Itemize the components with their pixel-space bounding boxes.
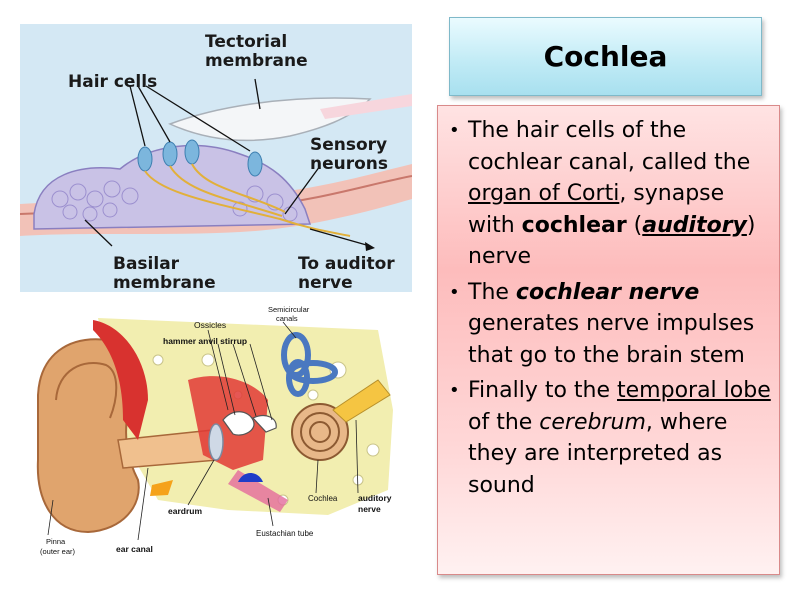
label-eustachian-tube: Eustachian tube <box>256 529 314 538</box>
bullet-icon: • <box>449 120 460 141</box>
label-canals: canals <box>276 314 298 323</box>
label-neurons: neurons <box>310 154 388 174</box>
ear-anatomy-diagram: Ossicles hammer anvil stirrup Semicircul… <box>28 300 408 566</box>
title-box: Cochlea <box>449 17 762 96</box>
label-outer-ear: (outer ear) <box>40 547 76 556</box>
text: generates nerve impulses that go to the … <box>468 311 755 368</box>
ear-anatomy-illustration: Ossicles hammer anvil stirrup Semicircul… <box>28 300 408 566</box>
text: ) nerve <box>468 212 756 270</box>
label-membrane: membrane <box>205 51 308 71</box>
organ-of-corti-diagram: Tectorial membrane Hair cells Sensory ne… <box>19 24 413 293</box>
content-box: • The hair cells of the cochlear canal, c… <box>437 105 780 575</box>
label-to-auditory: To auditor <box>298 254 395 274</box>
bullet-item-2: • The cochlear nerve generates nerve impu… <box>446 277 771 372</box>
organ-of-corti-illustration: Tectorial membrane Hair cells Sensory ne… <box>19 24 413 293</box>
slide-title: Cochlea <box>543 40 668 73</box>
text: of the <box>468 409 540 435</box>
label-sensory: Sensory <box>310 135 387 155</box>
text: The <box>468 279 516 305</box>
text: , where they are interpreted as sound <box>468 409 728 498</box>
bullet-icon: • <box>449 281 460 303</box>
bullet-item-1: • The hair cells of the cochlear canal, c… <box>446 115 771 273</box>
text: Finally to the <box>468 378 618 403</box>
cochlear-nerve-text: cochlear nerve <box>515 279 700 305</box>
text: The hair cells of the cochlear canal, ca… <box>468 118 751 175</box>
cerebrum-text: cerebrum <box>539 409 646 435</box>
temporal-lobe-text: temporal lobe <box>617 378 771 403</box>
label-ear-canal: ear canal <box>116 544 153 554</box>
auditory-text: auditory <box>642 212 747 238</box>
label-auditory: auditory <box>358 493 392 503</box>
label-eardrum: eardrum <box>168 506 202 516</box>
label-basilar-membrane: membrane <box>113 273 216 292</box>
label-hammer-anvil-stirrup: hammer anvil stirrup <box>163 336 247 346</box>
label-nerve: nerve <box>298 273 353 292</box>
label-tectorial: Tectorial <box>205 32 287 52</box>
label-pinna: Pinna <box>46 537 66 546</box>
organ-of-corti-text: organ of Corti <box>468 181 620 206</box>
label-ossicles: Ossicles <box>194 320 226 330</box>
label-hair-cells: Hair cells <box>68 72 157 92</box>
cochlear-text: cochlear <box>521 212 627 238</box>
bullet-icon: • <box>449 380 460 401</box>
bullet-item-3: • Finally to the temporal lobe of the cer… <box>446 375 771 501</box>
label-basilar: Basilar <box>113 254 180 274</box>
text: , synapse with <box>468 181 725 238</box>
label-semicircular: Semicircular <box>268 305 310 314</box>
text: ( <box>626 212 643 238</box>
label-auditory-nerve: nerve <box>358 504 381 514</box>
label-cochlea: Cochlea <box>308 494 338 503</box>
bullet-list: • The hair cells of the cochlear canal, c… <box>446 115 771 501</box>
